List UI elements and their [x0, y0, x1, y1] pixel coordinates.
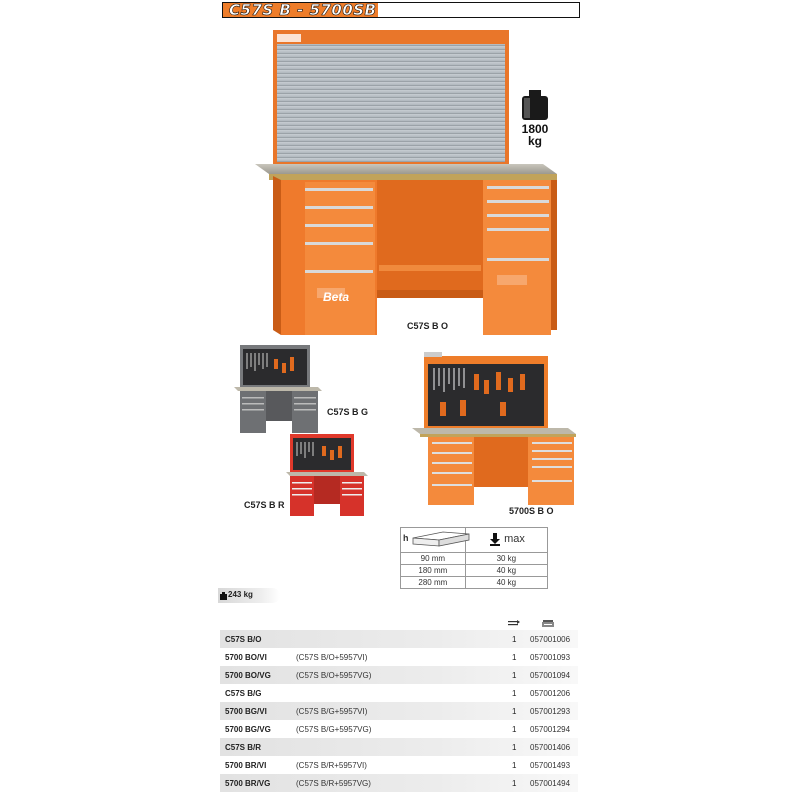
- down-arrow-weight-icon: [489, 533, 500, 546]
- product-list-header: [220, 620, 578, 630]
- capacity-max-cell: 30 kg: [464, 552, 549, 565]
- capacity-header-height: h: [400, 527, 470, 553]
- red-model-label: C57S B R: [244, 500, 285, 510]
- product-ref: 057001494: [530, 779, 571, 788]
- product-row: 5700 BO/VG (C57S B/O+5957VG) 1 057001094: [220, 666, 578, 684]
- weight-icon: [522, 90, 548, 120]
- product-qty: 1: [512, 707, 517, 716]
- orange-panel-model-label: 5700S B O: [509, 506, 554, 516]
- product-code: 5700 BR/VI: [225, 761, 267, 770]
- capacity-row: 90 mm 30 kg: [400, 552, 549, 565]
- capacity-header-h: h: [403, 533, 409, 543]
- product-code: C57S B/G: [225, 689, 262, 698]
- capacity-height-cell: 180 mm: [400, 564, 466, 577]
- weight-value: 1800: [521, 122, 549, 136]
- quantity-icon: [508, 620, 520, 626]
- product-ref: 057001293: [530, 707, 571, 716]
- product-row: 5700 BG/VG (C57S B/G+5957VG) 1 057001294: [220, 720, 578, 738]
- capacity-header-row: h max: [400, 527, 549, 553]
- product-ref: 057001093: [530, 653, 571, 662]
- total-weight-value: 243 kg: [228, 590, 253, 599]
- capacity-header-max: max: [464, 527, 549, 553]
- product-row: C57S B/G 1 057001206: [220, 684, 578, 702]
- product-code: 5700 BO/VI: [225, 653, 267, 662]
- product-qty: 1: [512, 689, 517, 698]
- product-row: C57S B/R 1 057001406: [220, 738, 578, 756]
- product-qty: 1: [512, 743, 517, 752]
- product-desc: (C57S B/R+5957VG): [296, 779, 371, 788]
- product-desc: (C57S B/O+5957VI): [296, 653, 368, 662]
- product-row: C57S B/O 1 057001006: [220, 630, 578, 648]
- capacity-row: 280 mm 40 kg: [400, 576, 549, 589]
- main-model-label: C57S B O: [407, 321, 449, 331]
- product-qty: 1: [512, 779, 517, 788]
- product-row: 5700 BR/VI (C57S B/R+5957VI) 1 057001493: [220, 756, 578, 774]
- workbench-grey-image: [234, 345, 322, 433]
- workbench-main-image: [255, 30, 557, 335]
- product-ref: 057001406: [530, 743, 571, 752]
- brand-text-main: Beta: [323, 290, 350, 304]
- product-code: 5700 BG/VI: [225, 707, 267, 716]
- product-qty: 1: [512, 653, 517, 662]
- product-ref: 057001006: [530, 635, 571, 644]
- product-desc: (C57S B/G+5957VG): [296, 725, 372, 734]
- drawer-capacity-table: h max 90 mm 30 kg 180 mm 40 kg 280 mm 40…: [400, 527, 549, 589]
- product-code: 5700 BG/VG: [225, 725, 271, 734]
- capacity-max-label: max: [504, 533, 525, 546]
- product-qty: 1: [512, 725, 517, 734]
- header-box: C57S B - 5700SB: [222, 1, 580, 20]
- drawer-height-icon: [412, 531, 470, 547]
- product-desc: (C57S B/O+5957VG): [296, 671, 372, 680]
- total-weight-badge: 243 kg: [218, 588, 280, 603]
- weight-small-icon: [220, 592, 227, 600]
- capacity-max-cell: 40 kg: [464, 564, 549, 577]
- weight-capacity-badge: 1800 kg: [512, 90, 558, 160]
- product-code: 5700 BO/VG: [225, 671, 271, 680]
- weight-unit: kg: [527, 134, 542, 148]
- product-ref: 057001206: [530, 689, 571, 698]
- product-list: C57S B/O 1 057001006 5700 BO/VI (C57S B/…: [220, 620, 578, 792]
- product-code: C57S B/R: [225, 743, 262, 752]
- product-ref: 057001094: [530, 671, 571, 680]
- workbench-red-image: [286, 434, 368, 516]
- product-ref: 057001493: [530, 761, 571, 770]
- product-row: 5700 BR/VG (C57S B/R+5957VG) 1 057001494: [220, 774, 578, 792]
- product-row: 5700 BG/VI (C57S B/G+5957VI) 1 057001293: [220, 702, 578, 720]
- capacity-height-cell: 90 mm: [400, 552, 466, 565]
- product-qty: 1: [512, 761, 517, 770]
- workbench-orange-panel-image: [412, 352, 576, 505]
- capacity-max-cell: 40 kg: [464, 576, 549, 589]
- product-code: 5700 BR/VG: [225, 779, 271, 788]
- product-qty: 1: [512, 635, 517, 644]
- product-ref: 057001294: [530, 725, 571, 734]
- barcode-icon: [542, 620, 554, 627]
- product-desc: (C57S B/R+5957VI): [296, 761, 367, 770]
- page-title: C57S B - 5700SB: [229, 1, 377, 20]
- capacity-row: 180 mm 40 kg: [400, 564, 549, 577]
- grey-model-label: C57S B G: [327, 407, 369, 417]
- header-accent-bar: C57S B - 5700SB: [223, 1, 378, 20]
- capacity-height-cell: 280 mm: [400, 576, 466, 589]
- product-desc: (C57S B/G+5957VI): [296, 707, 368, 716]
- product-row: 5700 BO/VI (C57S B/O+5957VI) 1 057001093: [220, 648, 578, 666]
- product-code: C57S B/O: [225, 635, 262, 644]
- product-qty: 1: [512, 671, 517, 680]
